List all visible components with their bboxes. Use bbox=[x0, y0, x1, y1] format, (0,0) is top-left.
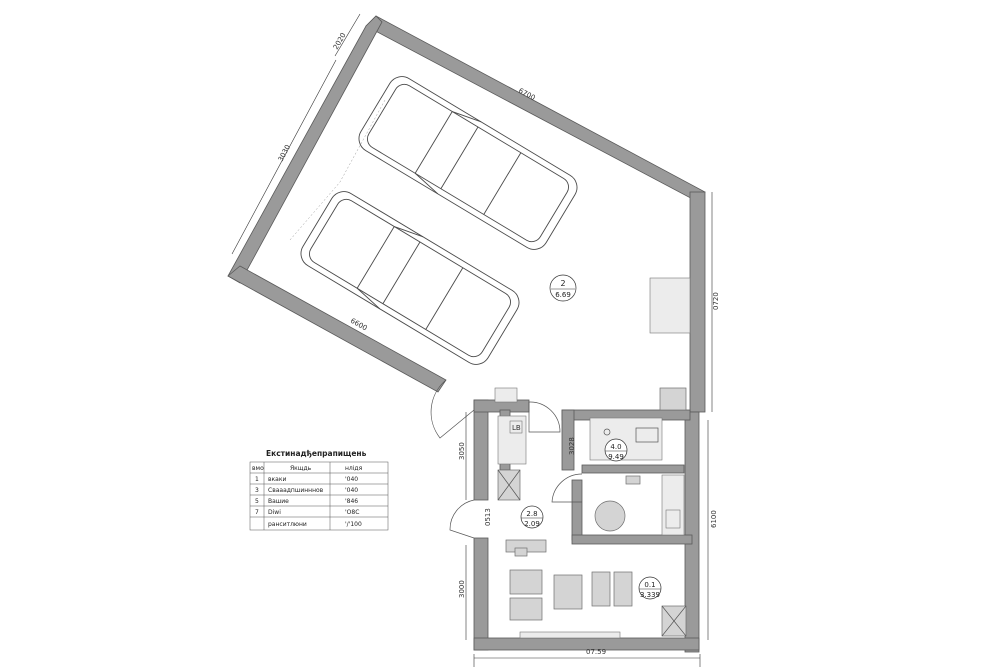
svg-text:2.09: 2.09 bbox=[524, 520, 540, 528]
svg-text:Свааадпшинннов: Свааадпшинннов bbox=[268, 487, 324, 494]
room-label-4: 4.0 9.49 bbox=[604, 438, 628, 462]
wall-left-lower-b bbox=[473, 537, 489, 651]
svg-text:Diwi: Diwi bbox=[268, 509, 281, 516]
svg-text:2: 2 bbox=[560, 279, 565, 288]
legend-title: Екстинадђепрапищень bbox=[266, 449, 367, 458]
sofa-left-a bbox=[509, 569, 543, 595]
wall-inner-horizontal bbox=[571, 534, 693, 545]
dim-mid-inner: 3028 bbox=[568, 437, 576, 455]
dim-left-lower: 3000 bbox=[458, 580, 466, 598]
wall-inner-vertical bbox=[561, 409, 575, 471]
cabinet-top bbox=[494, 387, 518, 403]
dim-top-left: 2020 bbox=[332, 32, 348, 51]
wc-tag: LB bbox=[512, 424, 521, 432]
door-arc-left bbox=[449, 499, 475, 539]
svg-text:'O8C: 'O8C bbox=[345, 509, 359, 516]
cabinet-right bbox=[659, 387, 687, 411]
svg-text:6.69: 6.69 bbox=[555, 291, 571, 299]
legend-header-name: Якщдь bbox=[290, 465, 312, 472]
dim-right-upper: 0720 bbox=[712, 292, 720, 310]
svg-text:Вашие: Вашие bbox=[268, 498, 289, 505]
dim-left-mid: 3050 bbox=[458, 442, 466, 460]
chair-a bbox=[591, 571, 611, 607]
bench-small bbox=[514, 547, 528, 557]
dim-bottom: 07.59 bbox=[586, 648, 606, 656]
legend-header-value: нлідя bbox=[345, 465, 363, 472]
dim-left-door: 0513 bbox=[484, 508, 492, 526]
appliance-small bbox=[625, 475, 641, 485]
car-upper bbox=[358, 76, 578, 250]
svg-text:'040: '040 bbox=[345, 476, 358, 483]
dim-right-lower: 6100 bbox=[710, 510, 718, 528]
svg-text:4.0: 4.0 bbox=[610, 443, 621, 451]
svg-text:'040: '040 bbox=[345, 487, 358, 494]
door-arc-main bbox=[430, 379, 475, 439]
wall-inner-vertical-b bbox=[571, 479, 583, 541]
parking-guide bbox=[289, 99, 386, 241]
wall-left-lower-a bbox=[473, 399, 489, 501]
walls bbox=[227, 15, 706, 653]
table-center bbox=[553, 574, 583, 610]
svg-text:3: 3 bbox=[255, 487, 259, 494]
svg-text:1: 1 bbox=[255, 476, 259, 483]
svg-text:ранситлюни: ранситлюни bbox=[268, 521, 307, 528]
svg-text:9.49: 9.49 bbox=[608, 453, 624, 461]
door-arc-inner bbox=[551, 473, 583, 503]
doors bbox=[430, 379, 583, 539]
wall-right-upper bbox=[689, 191, 706, 413]
room-label-2: 2 6.69 bbox=[549, 274, 577, 302]
window-right bbox=[649, 277, 691, 334]
wall-room4-bottom bbox=[581, 464, 685, 474]
sofa-left-b bbox=[509, 597, 543, 621]
wall-left-diagonal bbox=[227, 15, 383, 284]
wc bbox=[509, 420, 523, 434]
legend-table: Екстинадђепрапищень вмо Якщдь нлідя 1 вк… bbox=[249, 449, 389, 531]
sliding-door bbox=[519, 631, 621, 639]
svg-text:0.1: 0.1 bbox=[644, 581, 655, 589]
wall-right-lower bbox=[684, 411, 700, 653]
car-lower bbox=[300, 191, 520, 365]
svg-text:'/'100: '/'100 bbox=[345, 521, 362, 528]
door-arc-upper bbox=[528, 401, 561, 433]
room-label-28: 2.8 2.09 bbox=[520, 505, 544, 529]
svg-text:7: 7 bbox=[255, 509, 259, 516]
fixtures: LB bbox=[494, 277, 691, 637]
svg-text:'846: '846 bbox=[345, 498, 358, 505]
chair-b bbox=[613, 571, 633, 607]
svg-text:вкаки: вкаки bbox=[268, 476, 286, 483]
dim-left-diagonal: 3030 bbox=[277, 143, 292, 162]
round-table bbox=[594, 500, 626, 532]
legend-header-no: вмо bbox=[252, 465, 264, 472]
svg-text:2.8: 2.8 bbox=[526, 510, 537, 518]
svg-text:5: 5 bbox=[255, 498, 259, 505]
svg-text:3.339: 3.339 bbox=[640, 591, 660, 599]
room-label-01: 0.1 3.339 bbox=[638, 576, 662, 600]
